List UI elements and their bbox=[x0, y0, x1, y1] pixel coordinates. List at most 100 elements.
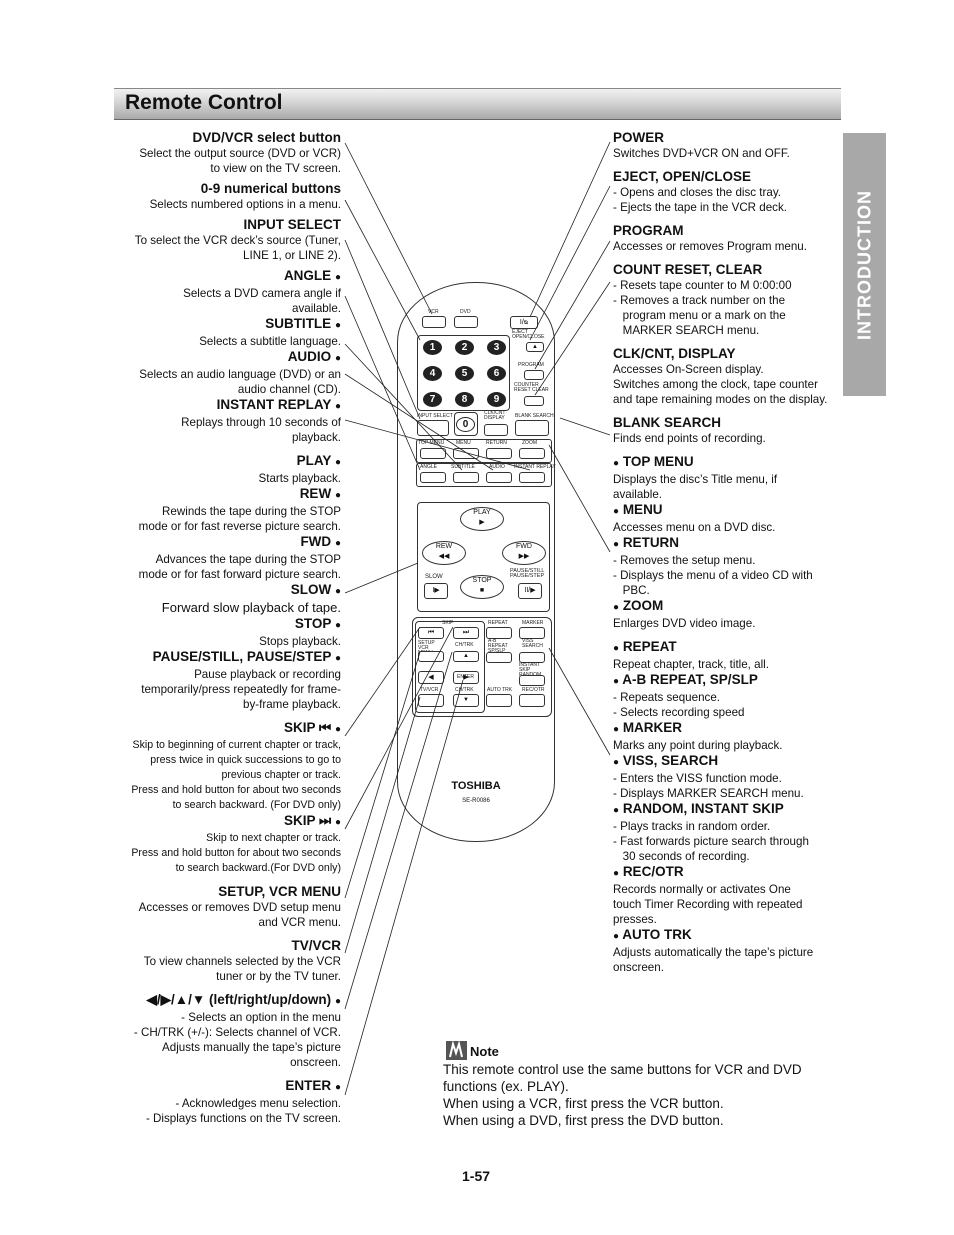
digit-8-button[interactable]: 8 bbox=[455, 392, 474, 407]
item-desc: Enlarges DVD video image. bbox=[613, 617, 756, 630]
item-desc: - Opens and closes the disc tray. bbox=[613, 186, 781, 199]
item-desc: touch Timer Recording with repeated bbox=[613, 898, 803, 911]
ab-repeat-label: A-B REPEAT SP/SLP bbox=[488, 638, 508, 654]
tv-vcr-label: TV/VCR bbox=[420, 687, 439, 693]
ch-trk-down-button[interactable]: ▼ bbox=[453, 694, 479, 707]
tv-vcr-button[interactable] bbox=[418, 694, 444, 707]
left-arrow-button[interactable]: ◀ bbox=[418, 671, 444, 684]
item-desc: previous chapter or track. bbox=[221, 769, 341, 781]
item-title: SKIP ⏭ ● bbox=[284, 813, 341, 828]
item-desc: Adjusts manually the tape’s picture bbox=[162, 1041, 341, 1054]
count-reset-label: COUNTER RESET CLEAR bbox=[514, 382, 549, 393]
note-icon bbox=[446, 1041, 467, 1060]
repeat-button[interactable] bbox=[486, 627, 512, 639]
item-desc: Rewinds the tape during the STOP bbox=[162, 505, 341, 518]
instant-replay-label: INSTANT REPLAY bbox=[514, 464, 556, 470]
digit-9-button[interactable]: 9 bbox=[487, 392, 506, 407]
zoom-button[interactable] bbox=[519, 448, 545, 459]
item-title: AUDIO ● bbox=[287, 349, 341, 364]
item-desc: - CH/TRK (+/-): Selects channel of VCR. bbox=[133, 1026, 341, 1039]
model-number: SE-R0086 bbox=[462, 798, 490, 804]
return-button[interactable] bbox=[486, 448, 512, 459]
item-title: ● RETURN bbox=[613, 535, 680, 550]
item-title: ● REC/OTR bbox=[613, 864, 684, 879]
menu-button[interactable] bbox=[453, 448, 479, 459]
pause-button[interactable]: II/▶ bbox=[518, 583, 542, 599]
item-desc: To select the VCR deck’s source (Tuner, bbox=[134, 234, 341, 247]
ab-repeat-button[interactable] bbox=[486, 652, 512, 663]
digit-4-button[interactable]: 4 bbox=[423, 366, 442, 381]
item-desc: Displays the disc’s Title menu, if bbox=[613, 473, 778, 486]
item-desc: mode or for fast forward picture search. bbox=[138, 568, 341, 581]
clk-cnt-button[interactable] bbox=[484, 424, 508, 436]
top-menu-button[interactable] bbox=[420, 448, 446, 459]
item-title: PLAY ● bbox=[296, 453, 341, 468]
item-desc: Switches DVD+VCR ON and OFF. bbox=[613, 147, 790, 160]
vcr-button[interactable] bbox=[422, 316, 446, 328]
rec-otr-label: REC/OTR bbox=[522, 687, 545, 693]
item-title: ● RANDOM, INSTANT SKIP bbox=[613, 801, 784, 816]
digit-3-button[interactable]: 3 bbox=[487, 340, 506, 355]
rew-button[interactable]: REW◀◀ bbox=[422, 541, 466, 565]
setup-button[interactable] bbox=[418, 651, 444, 662]
item-desc: Accesses menu on a DVD disc. bbox=[613, 521, 776, 534]
item-title: ANGLE ● bbox=[283, 268, 341, 283]
item-title: SETUP, VCR MENU bbox=[218, 884, 341, 899]
program-button[interactable] bbox=[524, 370, 544, 380]
item-desc: LINE 1, or LINE 2). bbox=[243, 249, 341, 262]
item-desc: by-frame playback. bbox=[243, 698, 341, 711]
digit-6-button[interactable]: 6 bbox=[487, 366, 506, 381]
item-desc: Selects an audio language (DVD) or an bbox=[139, 368, 341, 381]
digit-0-button[interactable]: 0 bbox=[456, 417, 475, 432]
item-desc: Marks any point during playback. bbox=[613, 739, 783, 752]
stop-button[interactable]: STOP■ bbox=[460, 575, 504, 599]
random-button[interactable] bbox=[519, 675, 545, 686]
note-box: Note This remote control use the same bu… bbox=[443, 1041, 843, 1129]
item-desc: Skip to next chapter or track. bbox=[206, 832, 341, 844]
ch-trk-up-label: CH/TRK bbox=[455, 642, 474, 648]
play-button[interactable]: PLAY▶ bbox=[460, 507, 504, 531]
program-label: PROGRAM bbox=[518, 362, 544, 368]
item-desc: Finds end points of recording. bbox=[613, 432, 766, 445]
fwd-button[interactable]: FWD▶▶ bbox=[502, 541, 546, 565]
blank-search-button[interactable] bbox=[515, 420, 549, 436]
input-select-button[interactable] bbox=[417, 420, 449, 436]
item-desc: - Displays the menu of a video CD with bbox=[613, 569, 813, 582]
item-desc: tuner or by the TV tuner. bbox=[216, 970, 341, 983]
item-desc: available. bbox=[292, 302, 341, 315]
item-desc: - Plays tracks in random order. bbox=[613, 820, 771, 833]
slow-button[interactable]: I▶ bbox=[424, 583, 448, 599]
marker-button[interactable] bbox=[519, 627, 545, 639]
rec-otr-button[interactable] bbox=[519, 694, 545, 707]
digit-1-button[interactable]: 1 bbox=[423, 340, 442, 355]
audio-button[interactable] bbox=[486, 472, 512, 483]
item-title: PROGRAM bbox=[613, 223, 684, 238]
dvd-button[interactable] bbox=[454, 316, 478, 328]
brand-logo: TOSHIBA bbox=[451, 780, 501, 792]
item-title: BLANK SEARCH bbox=[613, 415, 721, 430]
subtitle-button[interactable] bbox=[453, 472, 479, 483]
digit-2-button[interactable]: 2 bbox=[455, 340, 474, 355]
item-desc: Accesses or removes Program menu. bbox=[613, 240, 807, 253]
item-desc: Press and hold button for about two seco… bbox=[131, 847, 341, 859]
enter-label: ENTER bbox=[457, 674, 474, 680]
digit-7-button[interactable]: 7 bbox=[423, 392, 442, 407]
auto-trk-button[interactable] bbox=[486, 694, 512, 707]
digit-5-button[interactable]: 5 bbox=[455, 366, 474, 381]
skip-prev-button[interactable]: ⏮ bbox=[418, 627, 444, 639]
item-desc: PBC. bbox=[613, 584, 650, 597]
subtitle-label: SUBTITLE bbox=[451, 464, 475, 470]
angle-button[interactable] bbox=[420, 472, 446, 483]
viss-button[interactable] bbox=[519, 652, 545, 663]
skip-next-button[interactable]: ⏭ bbox=[453, 627, 479, 639]
item-title: SLOW ● bbox=[290, 582, 341, 597]
item-desc: - Fast forwards picture search through bbox=[613, 835, 809, 848]
item-title: POWER bbox=[613, 130, 665, 145]
ch-trk-up-button[interactable]: ▲ bbox=[453, 651, 479, 662]
count-reset-button[interactable] bbox=[524, 396, 544, 406]
eject-button[interactable]: ▲ bbox=[526, 342, 544, 352]
power-button[interactable]: I/ᴓ bbox=[510, 316, 538, 329]
item-desc: Replays through 10 seconds of bbox=[181, 416, 341, 429]
instant-replay-button[interactable] bbox=[519, 472, 545, 483]
item-desc: Starts playback. bbox=[258, 472, 341, 485]
